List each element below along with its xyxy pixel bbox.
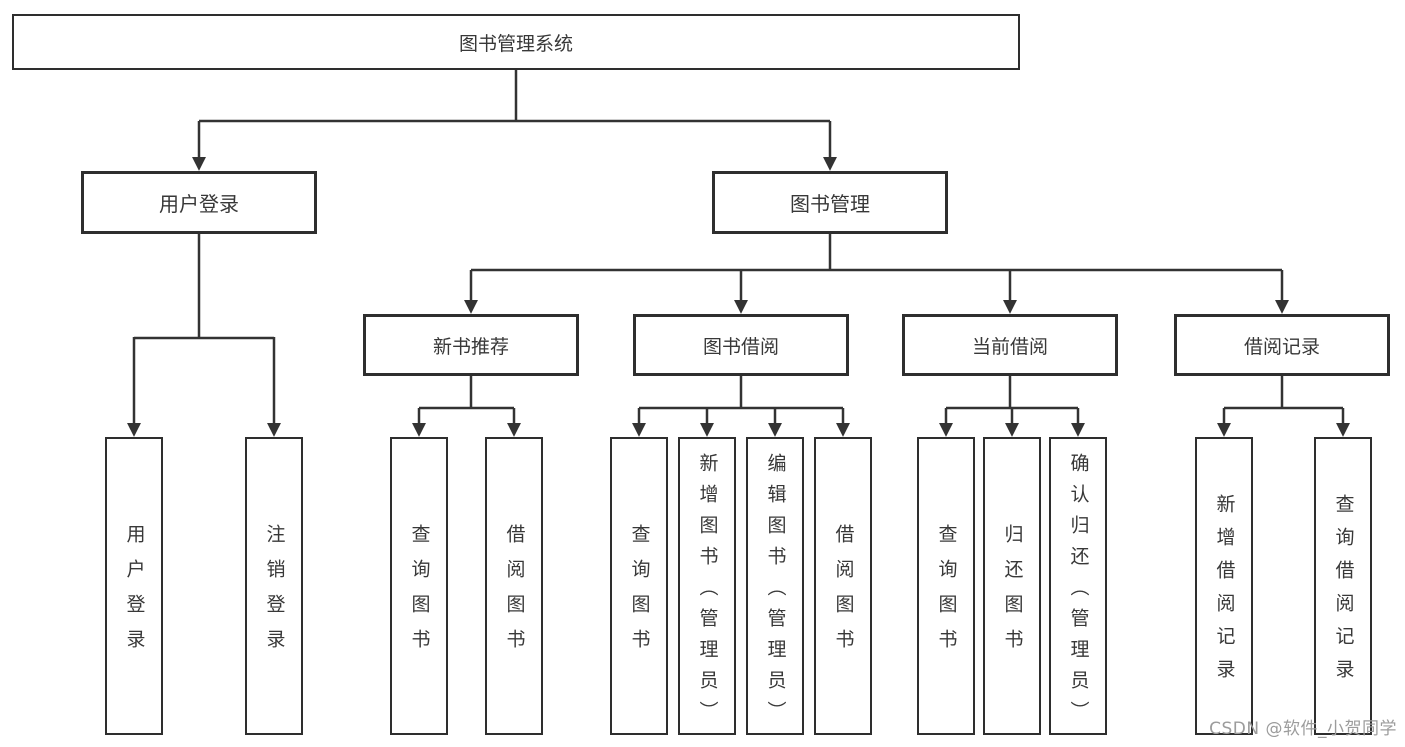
node-borrow-records: 借阅记录 bbox=[1174, 314, 1390, 376]
node-label: 借阅记录 bbox=[1243, 335, 1320, 358]
leaf-label: 查询图书 bbox=[408, 524, 431, 664]
node-book-management: 图书管理 bbox=[712, 171, 948, 234]
leaf-label: 借阅图书 bbox=[503, 524, 526, 664]
node-user-login: 用户登录 bbox=[81, 171, 317, 234]
leaf-nb-query-book: 查询图书 bbox=[390, 437, 448, 735]
leaf-bw-query-book: 查询图书 bbox=[610, 437, 668, 735]
leaf-label: 新增借阅记录 bbox=[1213, 494, 1236, 692]
node-label: 图书借阅 bbox=[702, 335, 779, 358]
leaf-label: 查询图书 bbox=[628, 524, 651, 664]
node-library-system: 图书管理系统 bbox=[12, 14, 1020, 70]
leaf-label: 查询借阅记录 bbox=[1332, 494, 1355, 692]
node-current-borrow: 当前借阅 bbox=[902, 314, 1118, 376]
leaf-user-login: 用户登录 bbox=[105, 437, 163, 735]
leaf-label: 注销登录 bbox=[263, 524, 286, 664]
node-label: 新书推荐 bbox=[432, 335, 509, 358]
csdn-watermark: CSDN @软件_小贺同学 bbox=[1209, 719, 1397, 739]
leaf-nb-borrow-book: 借阅图书 bbox=[485, 437, 543, 735]
node-new-book-recommend: 新书推荐 bbox=[363, 314, 579, 376]
leaf-cur-query-book: 查询图书 bbox=[917, 437, 975, 735]
leaf-bw-borrow-book: 借阅图书 bbox=[814, 437, 872, 735]
leaf-label: 查询图书 bbox=[935, 524, 958, 664]
leaf-label: 新增图书（管理员） bbox=[696, 452, 719, 732]
node-label: 图书管理 bbox=[790, 192, 870, 216]
leaf-label: 用户登录 bbox=[123, 524, 146, 664]
node-label: 用户登录 bbox=[159, 192, 239, 216]
leaf-label: 借阅图书 bbox=[832, 524, 855, 664]
leaf-label: 归还图书 bbox=[1001, 524, 1024, 664]
leaf-cur-confirm-return-admin: 确认归还（管理员） bbox=[1049, 437, 1107, 735]
node-book-borrow: 图书借阅 bbox=[633, 314, 849, 376]
leaf-bw-edit-book-admin: 编辑图书（管理员） bbox=[746, 437, 804, 735]
leaf-logout: 注销登录 bbox=[245, 437, 303, 735]
leaf-rec-add-record: 新增借阅记录 bbox=[1195, 437, 1253, 735]
node-label: 当前借阅 bbox=[971, 335, 1048, 358]
leaf-rec-query-record: 查询借阅记录 bbox=[1314, 437, 1372, 735]
leaf-label: 确认归还（管理员） bbox=[1067, 452, 1090, 732]
leaf-cur-return-book: 归还图书 bbox=[983, 437, 1041, 735]
leaf-bw-add-book-admin: 新增图书（管理员） bbox=[678, 437, 736, 735]
leaf-label: 编辑图书（管理员） bbox=[764, 452, 787, 732]
node-label: 图书管理系统 bbox=[458, 32, 573, 55]
